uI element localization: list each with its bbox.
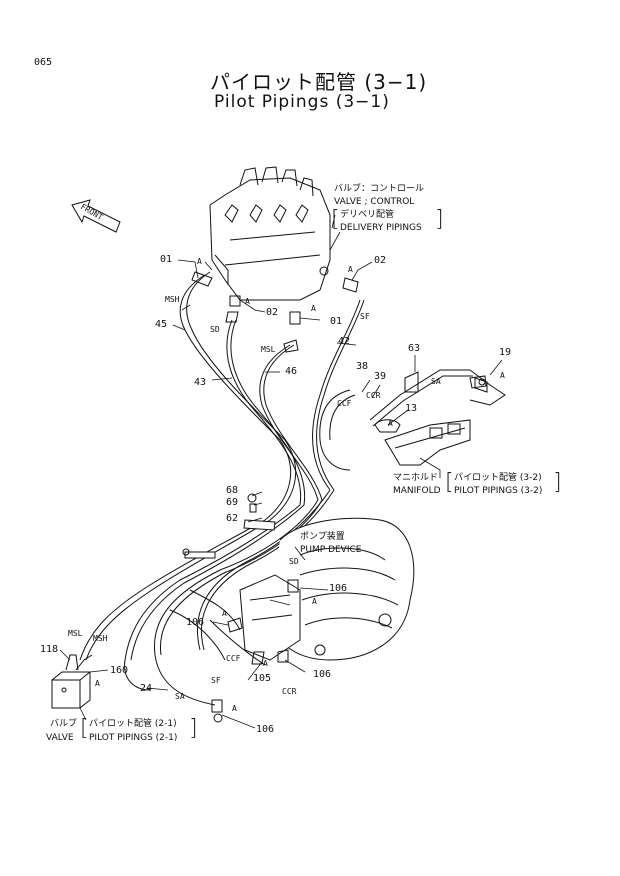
part-number-label: 63 bbox=[408, 343, 421, 354]
line-code-label: SF bbox=[211, 676, 221, 685]
part-number-label: 62 bbox=[226, 513, 239, 524]
manifold-ref-en: PILOT PIPINGS (3-2) bbox=[454, 486, 543, 496]
line-code-label: CCF bbox=[337, 399, 352, 408]
valve-label-ja: バルブ bbox=[50, 719, 78, 729]
line-code-label: MSH bbox=[165, 295, 180, 304]
line-code-label: MSL bbox=[261, 345, 276, 354]
valve-ref-en: PILOT PIPINGS (2-1) bbox=[89, 733, 178, 743]
bracket-right: ] bbox=[553, 470, 562, 495]
view-mark-label: A bbox=[245, 297, 250, 306]
view-mark-label: A bbox=[263, 659, 268, 668]
valve-control-label-ja: バルブ：コントロール bbox=[334, 184, 425, 194]
part-number-label: 38 bbox=[356, 361, 369, 372]
part-number-label: 46 bbox=[285, 366, 298, 377]
line-code-label: CCR bbox=[366, 391, 381, 400]
fittings bbox=[182, 271, 487, 723]
valve-ref-ja: パイロット配管 (2-1) bbox=[89, 719, 177, 729]
hose-bundle-upper bbox=[179, 271, 365, 521]
part-number-label: 106 bbox=[313, 669, 332, 680]
part-number-label: 105 bbox=[253, 673, 272, 684]
part-number-label: 106 bbox=[186, 617, 205, 628]
valve-label-en: VALVE bbox=[46, 733, 74, 743]
line-code-label: SD bbox=[210, 325, 220, 334]
line-code-label: SD bbox=[289, 557, 299, 566]
line-code-label: SA bbox=[175, 692, 185, 701]
part-number-label: 160 bbox=[110, 665, 129, 676]
manifold-drawing bbox=[369, 369, 506, 466]
view-mark-label: A bbox=[197, 257, 202, 266]
part-number-label: 43 bbox=[194, 377, 207, 388]
bracket-left: [ bbox=[331, 207, 340, 232]
part-number-label: 19 bbox=[499, 347, 512, 358]
page-title-japanese: パイロット配管 (3−1) bbox=[210, 70, 428, 94]
part-number-label: 42 bbox=[338, 336, 351, 347]
part-number-label: 106 bbox=[329, 583, 348, 594]
bracket-left: [ bbox=[445, 470, 454, 495]
line-code-label: MSL bbox=[68, 629, 83, 638]
hose-bundle-lower bbox=[79, 489, 335, 706]
part-number-label: 01 bbox=[330, 316, 343, 327]
part-number-label: 45 bbox=[155, 319, 168, 330]
manifold-label-en: MANIFOLD bbox=[393, 486, 441, 496]
view-mark-label: A bbox=[388, 419, 393, 428]
pump-device-label-ja: ポンプ装置 bbox=[300, 532, 345, 542]
view-mark-label: A bbox=[232, 704, 237, 713]
leader-lines bbox=[59, 214, 503, 729]
part-number-label: 68 bbox=[226, 485, 239, 496]
line-code-label: MSH bbox=[93, 634, 108, 643]
bracket-left: [ bbox=[80, 716, 89, 741]
part-number-label: 02 bbox=[266, 307, 279, 318]
pilot-valve-drawing bbox=[51, 654, 93, 709]
front-arrow-icon bbox=[71, 199, 121, 233]
view-mark-label: A bbox=[311, 304, 316, 313]
line-code-label: CCF bbox=[226, 654, 241, 663]
part-number-label: 01 bbox=[160, 254, 173, 265]
line-code-label: SF bbox=[360, 312, 370, 321]
line-code-label: CCR bbox=[282, 687, 297, 696]
valve-control-label-en: VALVE ; CONTROL bbox=[334, 197, 415, 207]
part-number-label: 02 bbox=[374, 255, 387, 266]
delivery-pipings-label-en: DELIVERY PIPINGS bbox=[340, 223, 422, 233]
manifold-ref-ja: パイロット配管 (3-2) bbox=[454, 473, 542, 483]
part-number-label: 106 bbox=[256, 724, 275, 735]
pump-device-label-en: PUMP DEVICE bbox=[300, 545, 362, 555]
view-mark-label: A bbox=[500, 371, 505, 380]
manifold-label-ja: マニホルド bbox=[393, 473, 439, 483]
control-valve-drawing bbox=[209, 166, 331, 301]
line-code-label: SA bbox=[431, 377, 441, 386]
bracket-right: ] bbox=[189, 716, 198, 741]
part-number-label: 24 bbox=[140, 683, 153, 694]
pump-device-drawing bbox=[239, 517, 415, 661]
page-number: 065 bbox=[34, 57, 53, 68]
part-number-label: 39 bbox=[374, 371, 387, 382]
part-number-label: 69 bbox=[226, 497, 239, 508]
bracket-right: ] bbox=[435, 207, 444, 232]
page-title-english: Pilot Pipings (3−1) bbox=[214, 92, 390, 112]
part-number-label: 118 bbox=[40, 644, 59, 655]
view-mark-label: A bbox=[348, 265, 353, 274]
part-number-label: 13 bbox=[405, 403, 418, 414]
view-mark-label: A bbox=[95, 679, 100, 688]
view-mark-label: A bbox=[222, 609, 227, 618]
delivery-pipings-label-ja: デリベリ配管 bbox=[340, 210, 395, 220]
view-mark-label: A bbox=[312, 597, 317, 606]
